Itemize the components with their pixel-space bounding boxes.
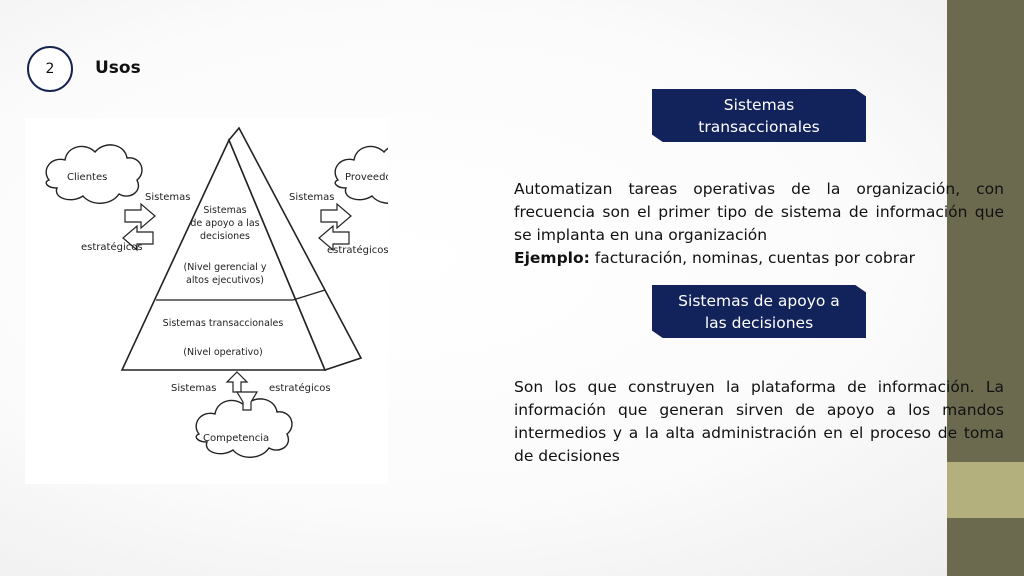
right-double-arrow — [318, 202, 352, 252]
systems-pyramid-diagram: Sistemas de apoyo a las decisiones (Nive… — [25, 118, 388, 484]
right-estrategicos-label: estratégicos — [327, 244, 388, 256]
slide-number-badge: 2 — [27, 46, 73, 92]
left-double-arrow — [122, 202, 156, 252]
competencia-cloud: Competencia — [195, 398, 293, 458]
competencia-label: Competencia — [203, 433, 269, 444]
right-decorative-bar — [947, 0, 1024, 576]
example-text: facturación, nominas, cuentas por cobrar — [589, 249, 915, 267]
bottom-double-arrow — [225, 371, 259, 411]
top-section-line-5: altos ejecutivos) — [186, 275, 264, 286]
top-section-line-2: de apoyo a las — [190, 218, 259, 229]
transaccionales-description: Automatizan tareas operativas de la orga… — [514, 178, 1004, 270]
heading-sistemas-apoyo-decisiones-text: Sistemas de apoyo a las decisiones — [678, 291, 840, 332]
clientes-cloud: Clientes — [45, 144, 143, 204]
example-label: Ejemplo: — [514, 249, 590, 267]
bottom-section-line-1: Sistemas transaccionales — [163, 318, 284, 329]
proveedores-label: Proveedores — [345, 172, 388, 183]
proveedores-cloud: Proveedores — [334, 145, 388, 204]
bottom-sistemas-label: Sistemas — [171, 383, 217, 394]
pyramid-side — [228, 126, 363, 371]
left-estrategicos-label: estratégicos — [81, 241, 143, 253]
pyramid-side-divider — [292, 289, 326, 301]
bottom-section-line-2: (Nivel operativo) — [183, 347, 263, 358]
transaccionales-example: Ejemplo: facturación, nominas, cuentas p… — [514, 247, 1004, 270]
apoyo-decisiones-description: Son los que construyen la plataforma de … — [514, 376, 1004, 468]
transaccionales-body: Automatizan tareas operativas de la orga… — [514, 180, 1004, 244]
slide-title: Usos — [95, 58, 141, 78]
heading-sistemas-apoyo-decisiones: Sistemas de apoyo a las decisiones — [652, 285, 866, 338]
heading-sistemas-transaccionales: Sistemas transaccionales — [652, 89, 866, 142]
slide-number: 2 — [45, 61, 55, 77]
heading-sistemas-transaccionales-text: Sistemas transaccionales — [698, 95, 820, 136]
left-sistemas-label: Sistemas — [145, 192, 191, 203]
top-section-line-4: (Nivel gerencial y — [184, 262, 267, 273]
right-sistemas-label: Sistemas — [289, 192, 335, 203]
pyramid-svg: Sistemas de apoyo a las decisiones (Nive… — [45, 126, 388, 458]
apoyo-decisiones-body: Son los que construyen la plataforma de … — [514, 378, 1004, 465]
top-section-line-1: Sistemas — [203, 205, 246, 216]
top-section-line-3: decisiones — [200, 231, 250, 242]
bottom-estrategicos-label: estratégicos — [269, 382, 331, 394]
clientes-label: Clientes — [67, 172, 107, 183]
right-bar-accent — [947, 462, 1024, 518]
